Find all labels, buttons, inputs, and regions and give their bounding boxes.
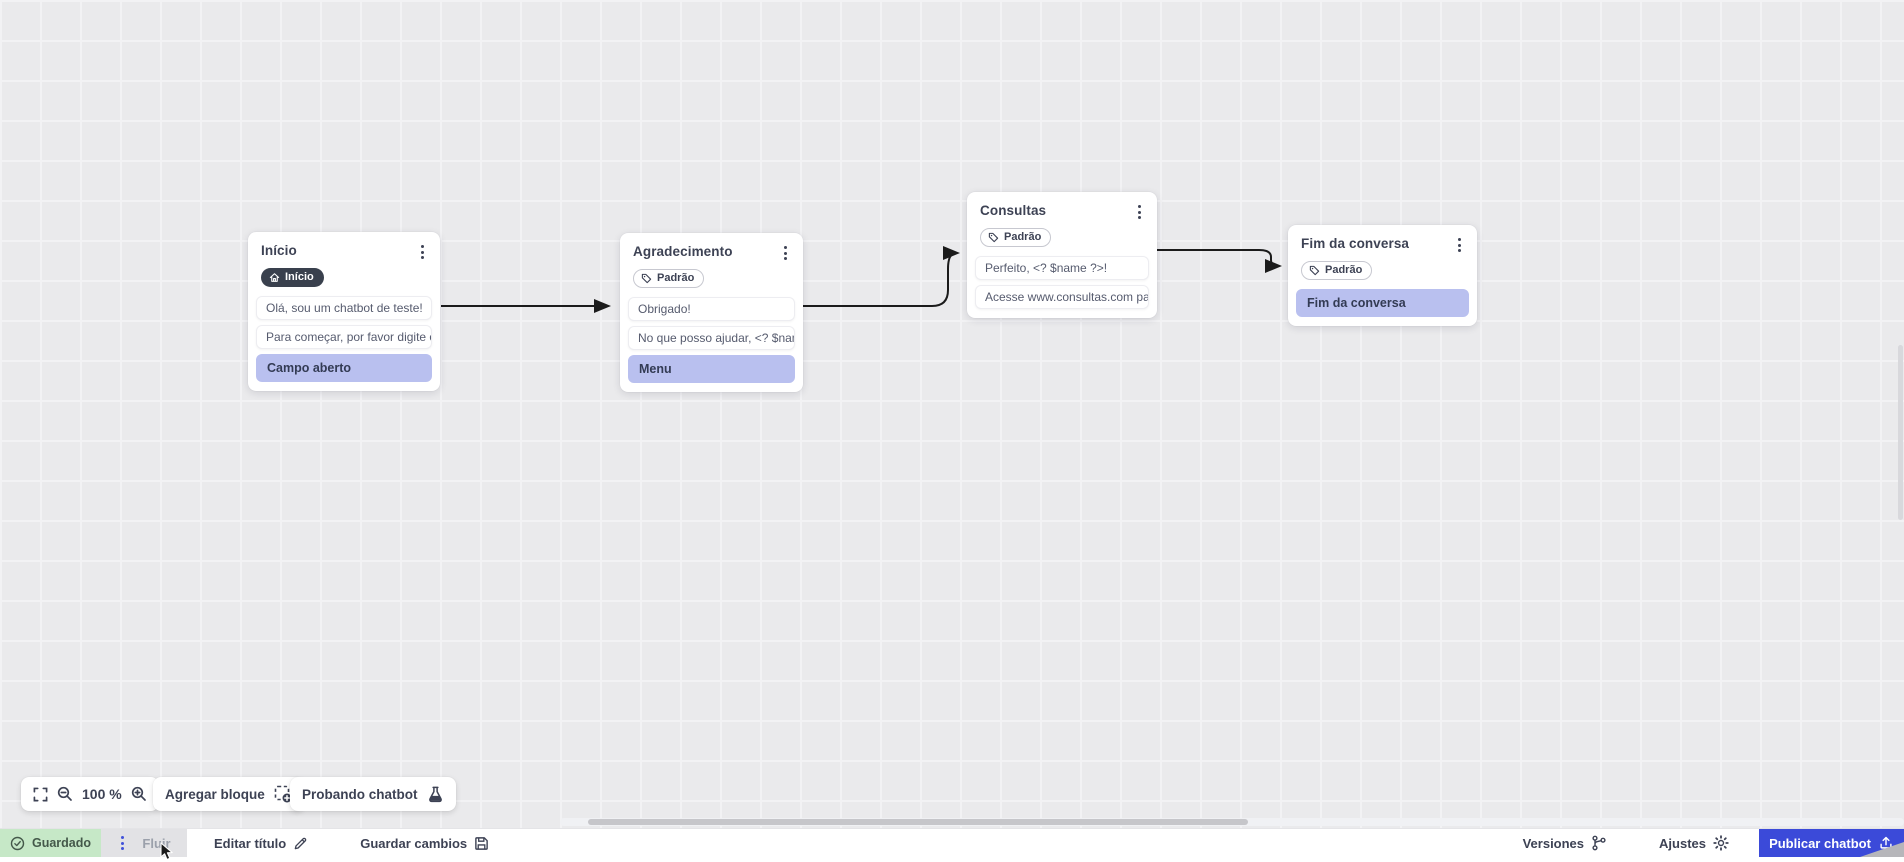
publish-chatbot-label: Publicar chatbot xyxy=(1769,835,1871,851)
zoom-in-button[interactable] xyxy=(131,786,147,802)
edge-agradecimento-consultas xyxy=(803,246,960,307)
zoom-out-icon xyxy=(57,786,72,801)
node-badge-label: Padrão xyxy=(1004,231,1042,243)
node-title: Agradecimento xyxy=(633,244,733,259)
node-action-item[interactable]: Campo aberto xyxy=(256,354,432,382)
node-items: Fim da conversa xyxy=(1296,289,1469,317)
flow-canvas[interactable]: Início Início Olá, sou um chatbot de tes… xyxy=(0,0,1904,828)
flask-icon xyxy=(428,786,442,802)
node-header: Início xyxy=(256,243,432,261)
zoom-in-icon xyxy=(131,786,146,801)
home-icon xyxy=(269,273,280,282)
node-message[interactable]: Obrigado! xyxy=(628,297,795,321)
node-message[interactable]: Olá, sou um chatbot de teste! xyxy=(256,296,432,320)
flow-tab-label: Fluir xyxy=(142,835,171,851)
save-icon xyxy=(475,836,488,850)
flow-node-consultas[interactable]: Consultas Padrão Perfeito, <? $name ?>! … xyxy=(967,192,1157,318)
node-title: Fim da conversa xyxy=(1301,236,1410,251)
tag-icon xyxy=(1309,265,1320,276)
node-type-badge: Padrão xyxy=(633,269,705,288)
node-badge-label: Padrão xyxy=(657,272,695,284)
edit-title-label: Editar título xyxy=(214,835,287,851)
node-badge-label: Início xyxy=(285,271,314,283)
flow-node-fim-da-conversa[interactable]: Fim da conversa Padrão Fim da conversa xyxy=(1288,225,1477,326)
versions-button[interactable]: Versiones xyxy=(1511,829,1619,857)
tag-icon xyxy=(641,273,652,284)
pencil-icon xyxy=(294,837,307,849)
node-header: Agradecimento xyxy=(628,244,795,262)
save-status-label: Guardado xyxy=(31,836,92,850)
publish-chatbot-button[interactable]: Publicar chatbot xyxy=(1759,829,1904,857)
node-items: Olá, sou um chatbot de teste! Para começ… xyxy=(256,296,432,382)
add-block-label: Agregar bloque xyxy=(165,786,265,802)
test-chatbot-button[interactable]: Probando chatbot xyxy=(290,777,456,811)
flow-node-agradecimento[interactable]: Agradecimento Padrão Obrigado! No que po… xyxy=(620,233,803,392)
edge-consultas-fim xyxy=(1157,249,1282,273)
node-message[interactable]: Acesse www.consultas.com par... xyxy=(975,285,1149,309)
node-title: Consultas xyxy=(980,203,1047,218)
node-menu-button[interactable] xyxy=(1454,236,1465,254)
zoom-toolbar: 100 % xyxy=(21,777,159,811)
screenshot-corner-artifact xyxy=(1860,842,1904,857)
check-circle-icon xyxy=(10,836,25,850)
edit-title-button[interactable]: Editar título xyxy=(204,829,318,857)
node-message[interactable]: Perfeito, <? $name ?>! xyxy=(975,256,1149,280)
node-type-badge: Padrão xyxy=(1301,261,1373,280)
tab-flow[interactable]: Fluir xyxy=(101,829,187,857)
node-menu-button[interactable] xyxy=(417,243,428,261)
horizontal-scrollbar-track[interactable] xyxy=(560,818,1904,826)
node-header: Fim da conversa xyxy=(1296,236,1469,254)
node-header: Consultas xyxy=(975,203,1149,221)
flow-tab-menu-icon[interactable] xyxy=(117,834,128,852)
settings-button[interactable]: Ajustes xyxy=(1647,829,1741,857)
status-bar: Guardado Fluir Editar título Guardar cam… xyxy=(0,828,1904,857)
node-message[interactable]: Para começar, por favor digite o ... xyxy=(256,325,432,349)
test-chatbot-label: Probando chatbot xyxy=(302,786,418,802)
node-menu-button[interactable] xyxy=(780,244,791,262)
horizontal-scrollbar-thumb[interactable] xyxy=(588,819,1248,825)
statusbar-spacer xyxy=(499,829,1510,857)
node-action-item[interactable]: Menu xyxy=(628,355,795,383)
tag-icon xyxy=(988,232,999,243)
flow-edges xyxy=(441,246,1282,313)
add-block-button[interactable]: Agregar bloque xyxy=(153,777,304,811)
save-changes-button[interactable]: Guardar cambios xyxy=(350,829,499,857)
node-type-badge: Início xyxy=(261,268,324,287)
zoom-out-button[interactable] xyxy=(57,786,73,802)
gear-icon xyxy=(1713,835,1729,851)
versions-label: Versiones xyxy=(1522,835,1585,851)
fit-view-button[interactable] xyxy=(33,787,48,802)
node-menu-button[interactable] xyxy=(1134,203,1145,221)
fullscreen-icon xyxy=(33,787,48,801)
node-items: Perfeito, <? $name ?>! Acesse www.consul… xyxy=(975,256,1149,309)
node-message[interactable]: No que posso ajudar, <? $name ... xyxy=(628,326,795,350)
add-block-icon xyxy=(274,785,292,803)
node-type-badge: Padrão xyxy=(980,228,1052,247)
save-status-badge: Guardado xyxy=(0,829,101,857)
vertical-scrollbar-thumb[interactable] xyxy=(1898,345,1903,520)
save-changes-label: Guardar cambios xyxy=(360,835,468,851)
node-items: Obrigado! No que posso ajudar, <? $name … xyxy=(628,297,795,383)
settings-label: Ajustes xyxy=(1659,835,1706,851)
node-badge-label: Padrão xyxy=(1325,264,1363,276)
git-branch-icon xyxy=(1592,835,1606,851)
zoom-level: 100 % xyxy=(82,786,122,802)
node-action-item[interactable]: Fim da conversa xyxy=(1296,289,1469,317)
node-title: Início xyxy=(261,243,297,258)
flow-node-inicio[interactable]: Início Início Olá, sou um chatbot de tes… xyxy=(248,232,440,391)
